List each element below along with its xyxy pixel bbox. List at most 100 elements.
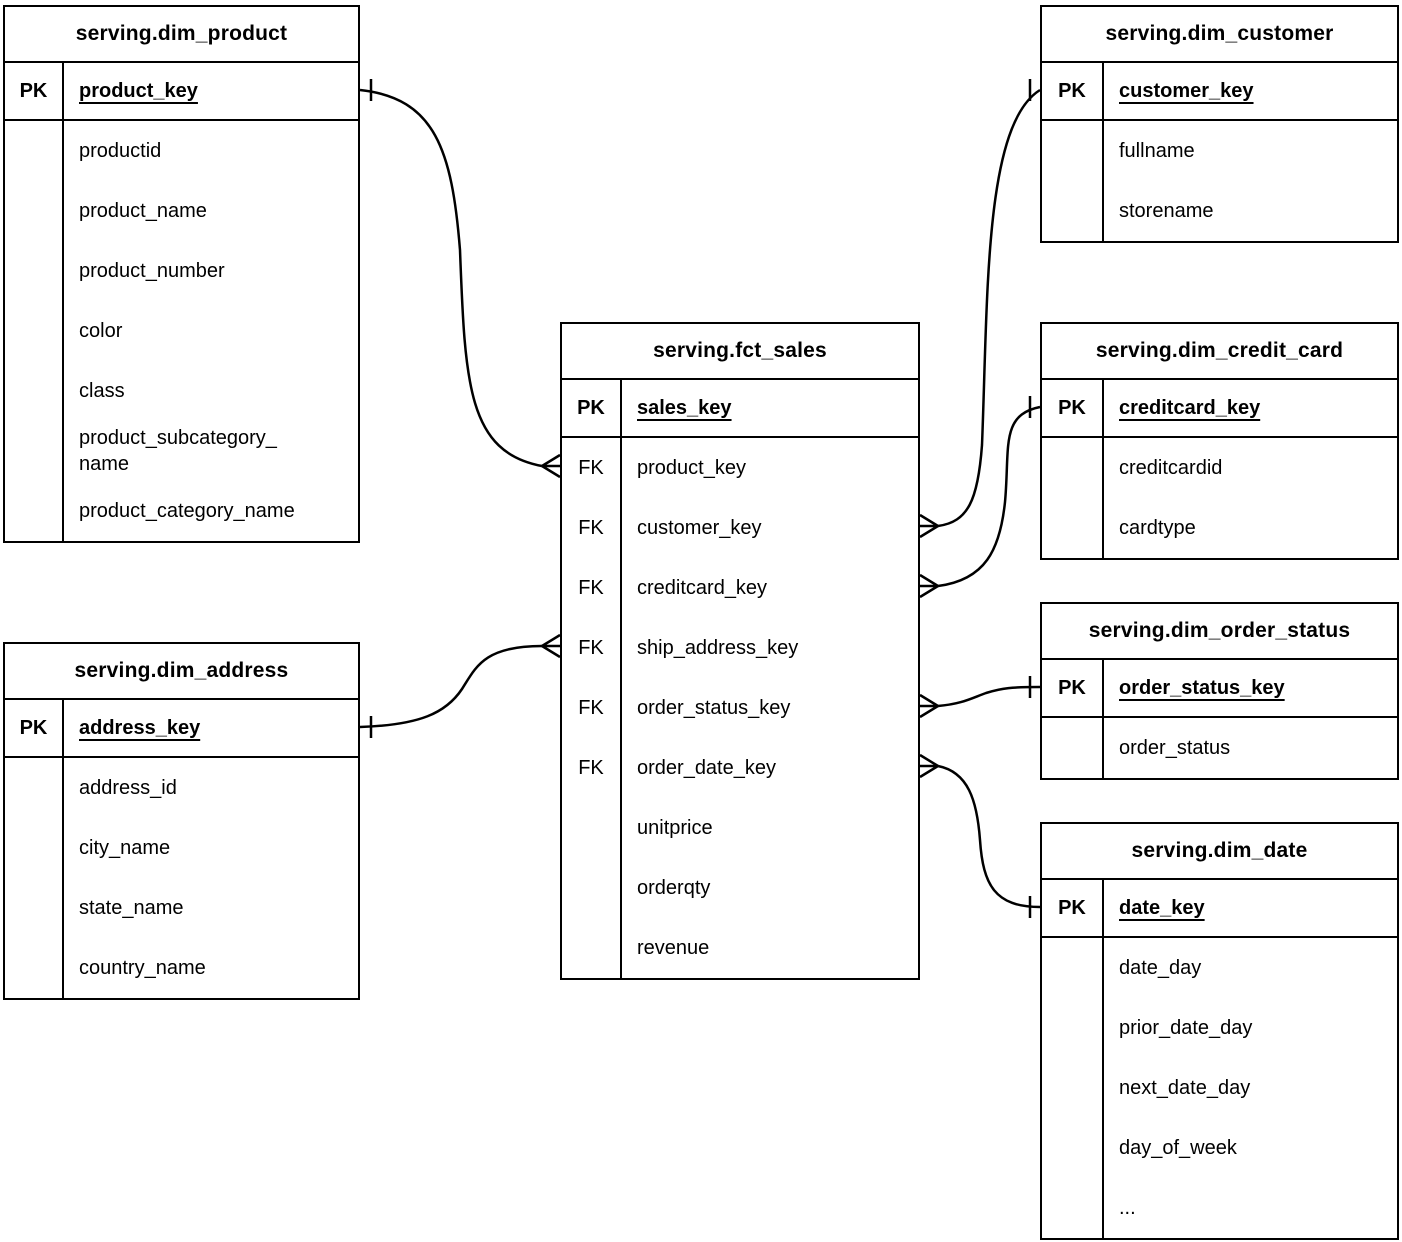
column-name: creditcard_key <box>637 577 768 599</box>
column-name: date_day <box>1119 957 1202 979</box>
relationship-curve <box>937 764 1041 909</box>
connector-customer <box>919 79 1041 539</box>
crows-foot-many-icon <box>919 753 939 779</box>
empty-key-tag <box>1042 121 1104 181</box>
field-row-fullname: fullname <box>1042 121 1397 181</box>
pk-row-address-key: PK address_key <box>5 700 358 758</box>
empty-key-tag <box>5 481 64 541</box>
pk-column-name: date_key <box>1119 897 1205 919</box>
empty-key-tag <box>1042 1118 1104 1178</box>
field-row-creditcardid: creditcardid <box>1042 438 1397 498</box>
table-title-dim-product: serving.dim_product <box>5 7 358 63</box>
empty-key-tag <box>5 878 64 938</box>
column-name: product_name <box>79 200 207 222</box>
empty-key-tag <box>5 241 64 301</box>
pk-tag: PK <box>5 700 64 756</box>
empty-key-tag <box>5 938 64 998</box>
table-title-dim-date: serving.dim_date <box>1042 824 1397 880</box>
pk-tag: PK <box>1042 660 1104 716</box>
empty-key-tag <box>1042 998 1104 1058</box>
empty-key-tag <box>1042 938 1104 998</box>
empty-key-tag <box>5 181 64 241</box>
column-name: city_name <box>79 837 171 859</box>
field-row-country-name: country_name <box>5 938 358 998</box>
field-row-city-name: city_name <box>5 818 358 878</box>
field-row-address-id: address_id <box>5 758 358 818</box>
empty-key-tag <box>5 121 64 181</box>
empty-key-tag <box>5 421 64 481</box>
column-name: revenue <box>637 937 710 959</box>
field-row-product-name: product_name <box>5 181 358 241</box>
table-title-dim-order-status: serving.dim_order_status <box>1042 604 1397 660</box>
crows-foot-many-icon <box>541 453 561 479</box>
crows-foot-many-icon <box>919 693 939 719</box>
field-row-creditcard-key: FK creditcard_key <box>562 558 918 618</box>
column-name: next_date_day <box>1119 1077 1251 1099</box>
column-name: storename <box>1119 200 1214 222</box>
column-name: product_subcategory_ name <box>79 427 277 475</box>
field-row-orderqty: orderqty <box>562 858 918 918</box>
column-name: color <box>79 320 123 342</box>
field-row-state-name: state_name <box>5 878 358 938</box>
column-name: unitprice <box>637 817 713 839</box>
column-name: ... <box>1119 1197 1136 1219</box>
table-title-dim-credit-card: serving.dim_credit_card <box>1042 324 1397 380</box>
field-row-product-subcategory-name: product_subcategory_ name <box>5 421 358 481</box>
column-name: prior_date_day <box>1119 1017 1253 1039</box>
empty-key-tag <box>5 301 64 361</box>
empty-key-tag <box>1042 1178 1104 1238</box>
column-name: fullname <box>1119 140 1195 162</box>
field-row-productid: productid <box>5 121 358 181</box>
column-name: day_of_week <box>1119 1137 1237 1159</box>
empty-key-tag <box>5 361 64 421</box>
fk-tag: FK <box>562 738 622 798</box>
empty-key-tag <box>562 858 622 918</box>
fk-tag: FK <box>562 558 622 618</box>
relationship-curve <box>937 685 1041 708</box>
field-row-product-category-name: product_category_name <box>5 481 358 541</box>
empty-key-tag <box>1042 438 1104 498</box>
pk-column-name: product_key <box>79 80 198 102</box>
column-name: ship_address_key <box>637 637 799 659</box>
pk-column-name: address_key <box>79 717 201 739</box>
empty-key-tag <box>1042 498 1104 558</box>
column-name: creditcardid <box>1119 457 1223 479</box>
field-row-ellipsis: ... <box>1042 1178 1397 1238</box>
pk-column-name: customer_key <box>1119 80 1254 102</box>
field-row-next-date-day: next_date_day <box>1042 1058 1397 1118</box>
column-name: order_status <box>1119 737 1231 759</box>
pk-tag: PK <box>5 63 64 119</box>
field-row-cardtype: cardtype <box>1042 498 1397 558</box>
field-row-storename: storename <box>1042 181 1397 241</box>
connector-order-status <box>919 676 1041 719</box>
relationship-curve <box>937 88 1041 528</box>
column-name: order_date_key <box>637 757 776 779</box>
empty-key-tag <box>5 758 64 818</box>
field-row-unitprice: unitprice <box>562 798 918 858</box>
pk-column-name: sales_key <box>637 397 732 419</box>
column-name: country_name <box>79 957 206 979</box>
crows-foot-many-icon <box>919 513 939 539</box>
column-name: orderqty <box>637 877 711 899</box>
column-name: address_id <box>79 777 177 799</box>
column-name: order_status_key <box>637 697 791 719</box>
relationship-curve <box>359 88 543 468</box>
column-name: state_name <box>79 897 184 919</box>
table-title-fct-sales: serving.fct_sales <box>562 324 918 380</box>
table-title-dim-address: serving.dim_address <box>5 644 358 700</box>
crows-foot-many-icon <box>541 633 561 659</box>
empty-key-tag <box>562 798 622 858</box>
